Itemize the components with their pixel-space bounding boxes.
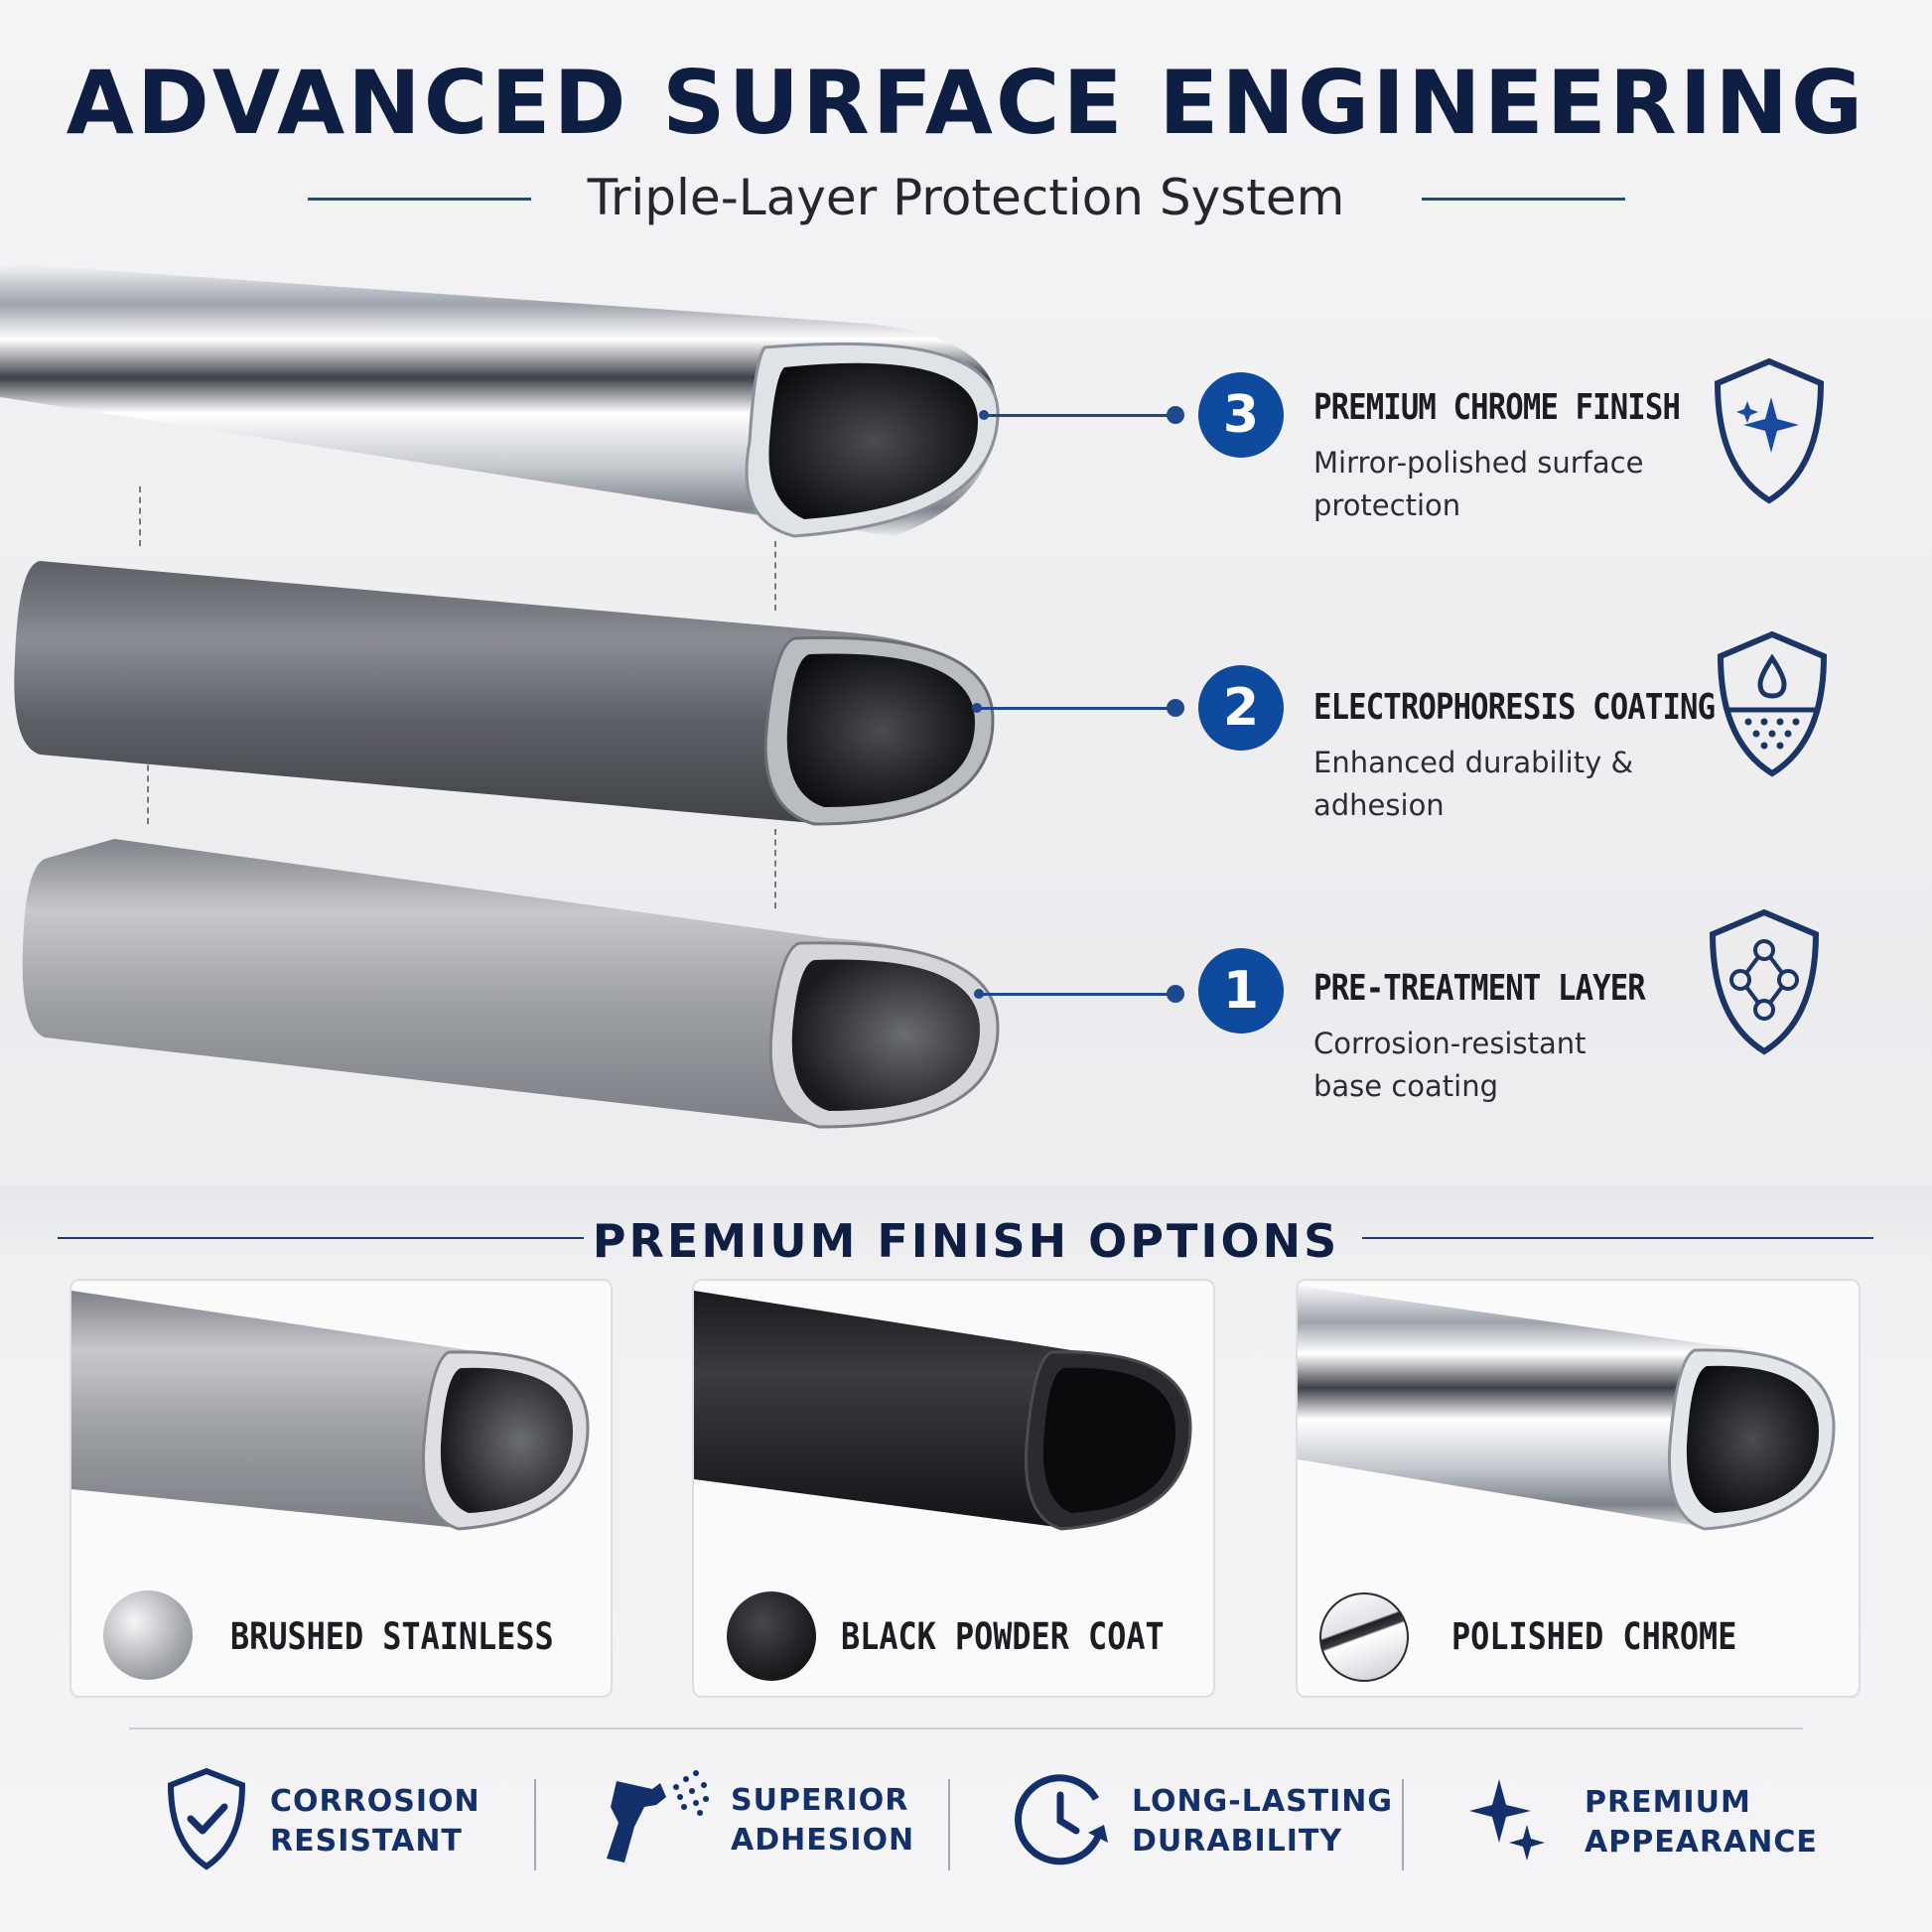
- section-left-rule: [58, 1237, 584, 1239]
- polished-chrome-tube-image: [1298, 1286, 1836, 1531]
- connector-dot: [974, 989, 984, 999]
- layer-2-desc-line: adhesion: [1313, 788, 1445, 822]
- brushed-tube-image: [71, 1291, 590, 1531]
- subtitle-left-rule: [308, 198, 531, 201]
- feature-divider: [534, 1779, 536, 1870]
- feature-adhesion-line: ADHESION: [731, 1823, 915, 1858]
- feature-durability-line: LONG-LASTING: [1132, 1784, 1394, 1819]
- layer-1-title: PRE-TREATMENT LAYER: [1313, 968, 1646, 1009]
- layer-3-desc-line: Mirror-polished surface: [1313, 446, 1644, 480]
- pretreatment-tube-image: [22, 839, 1000, 1129]
- feature-appearance-line: PREMIUM: [1585, 1785, 1751, 1820]
- layer-3-badge: 3: [1198, 372, 1284, 458]
- feature-corrosion-line: RESISTANT: [270, 1824, 463, 1859]
- layer-1-badge: 1: [1198, 948, 1284, 1034]
- feature-durability: LONG-LASTING DURABILITY: [1132, 1782, 1393, 1862]
- connector-line: [978, 707, 1176, 710]
- layer-1-desc-line: base coating: [1313, 1069, 1499, 1103]
- finish-card-black[interactable]: BLACK POWDER COAT: [692, 1279, 1215, 1698]
- feature-appearance-line: APPEARANCE: [1585, 1825, 1818, 1860]
- check-shield-icon: [167, 1767, 246, 1870]
- electrophoresis-tube-image: [14, 561, 995, 826]
- feature-adhesion-line: SUPERIOR: [731, 1783, 909, 1818]
- feature-corrosion-line: CORROSION: [270, 1784, 481, 1819]
- layer-2-desc-line: Enhanced durability &: [1313, 746, 1634, 779]
- subtitle-right-rule: [1422, 198, 1625, 201]
- brushed-swatch: [103, 1590, 193, 1680]
- layer-2-desc: Enhanced durability & adhesion: [1313, 742, 1691, 827]
- guide-line: [774, 541, 776, 611]
- guide-line: [139, 486, 141, 546]
- feature-durability-line: DURABILITY: [1132, 1824, 1343, 1859]
- page-subtitle: Triple-Layer Protection System: [587, 169, 1345, 226]
- finish-card-brushed[interactable]: BRUSHED STAINLESS: [69, 1279, 613, 1698]
- section-right-rule: [1362, 1237, 1873, 1239]
- clock-cycle-icon: [1015, 1774, 1108, 1865]
- connector-dot: [972, 703, 982, 713]
- feature-appearance: PREMIUM APPEARANCE: [1585, 1783, 1818, 1863]
- layer-3-desc: Mirror-polished surface protection: [1313, 442, 1691, 527]
- finish-label-black: BLACK POWDER COAT: [841, 1615, 1165, 1658]
- guide-line: [774, 829, 776, 908]
- feature-corrosion: CORROSION RESISTANT: [270, 1782, 481, 1862]
- connector-line: [980, 993, 1178, 996]
- connector-dot: [1167, 406, 1184, 424]
- finish-section-title: PREMIUM FINISH OPTIONS: [592, 1214, 1340, 1268]
- sparkle-icon: [1469, 1779, 1545, 1861]
- layer-1-desc-line: Corrosion-resistant: [1313, 1027, 1587, 1060]
- spray-gun-icon: [607, 1770, 709, 1863]
- subtitle-row: Triple-Layer Protection System: [0, 169, 1932, 228]
- droplet-shield-icon: [1717, 630, 1828, 777]
- finish-label-brushed: BRUSHED STAINLESS: [230, 1615, 554, 1658]
- connector-dot: [979, 410, 989, 420]
- black-tube-image: [694, 1291, 1192, 1531]
- guide-line: [147, 755, 149, 824]
- black-swatch: [727, 1591, 816, 1681]
- feature-adhesion: SUPERIOR ADHESION: [731, 1781, 914, 1861]
- finish-card-chrome[interactable]: POLISHED CHROME: [1296, 1279, 1861, 1698]
- layer-2-badge: 2: [1198, 665, 1284, 751]
- layer-2-title: ELECTROPHORESIS COATING: [1313, 687, 1716, 728]
- finish-label-chrome: POLISHED CHROME: [1451, 1615, 1737, 1658]
- connector-line: [985, 414, 1178, 417]
- layer-3-desc-line: protection: [1313, 488, 1461, 522]
- chrome-swatch: [1319, 1592, 1409, 1682]
- connector-dot: [1167, 985, 1184, 1003]
- connector-dot: [1167, 699, 1184, 717]
- sparkle-shield-icon: [1714, 357, 1825, 504]
- molecule-shield-icon: [1709, 908, 1820, 1055]
- feature-divider: [1402, 1779, 1404, 1870]
- features-top-rule: [129, 1727, 1803, 1729]
- page-title: ADVANCED SURFACE ENGINEERING: [66, 52, 1866, 154]
- feature-divider: [948, 1779, 950, 1870]
- chrome-tube-image: [0, 263, 1000, 538]
- layer-3-title: PREMIUM CHROME FINISH: [1313, 387, 1681, 428]
- layer-1-desc: Corrosion-resistant base coating: [1313, 1023, 1691, 1108]
